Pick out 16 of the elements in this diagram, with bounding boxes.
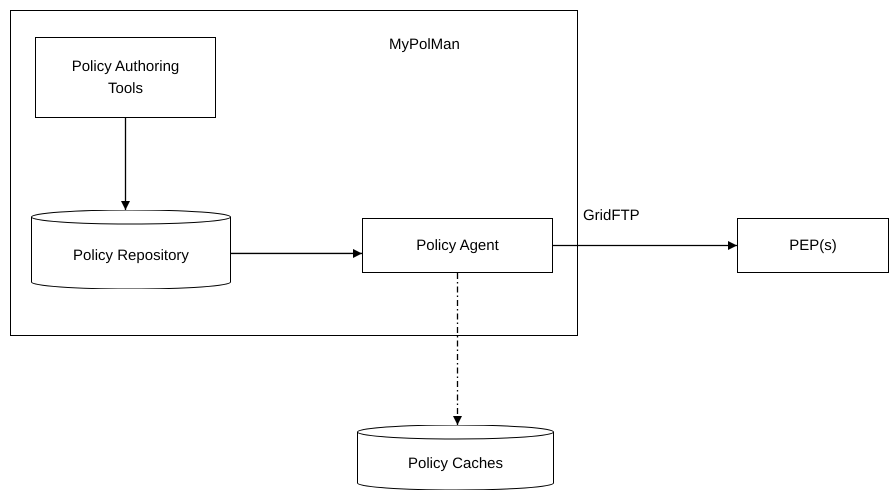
arrow	[231, 248, 362, 258]
arrow	[121, 118, 130, 210]
node-label: Policy Authoring Tools	[70, 56, 180, 98]
process-box	[737, 218, 889, 273]
system-boundary-box	[10, 10, 578, 336]
database-cylinder	[357, 425, 554, 490]
node-label: PEP(s)	[789, 236, 837, 256]
node-label: MyPolMan	[389, 36, 460, 53]
arrow	[553, 241, 737, 250]
node-label: Policy Agent	[416, 236, 499, 256]
process-box	[35, 37, 216, 118]
arrow	[453, 273, 462, 425]
node-label: Policy Repository	[73, 246, 189, 264]
database-cylinder	[31, 210, 231, 289]
process-box	[362, 218, 553, 273]
node-label: Policy Caches	[408, 454, 504, 472]
